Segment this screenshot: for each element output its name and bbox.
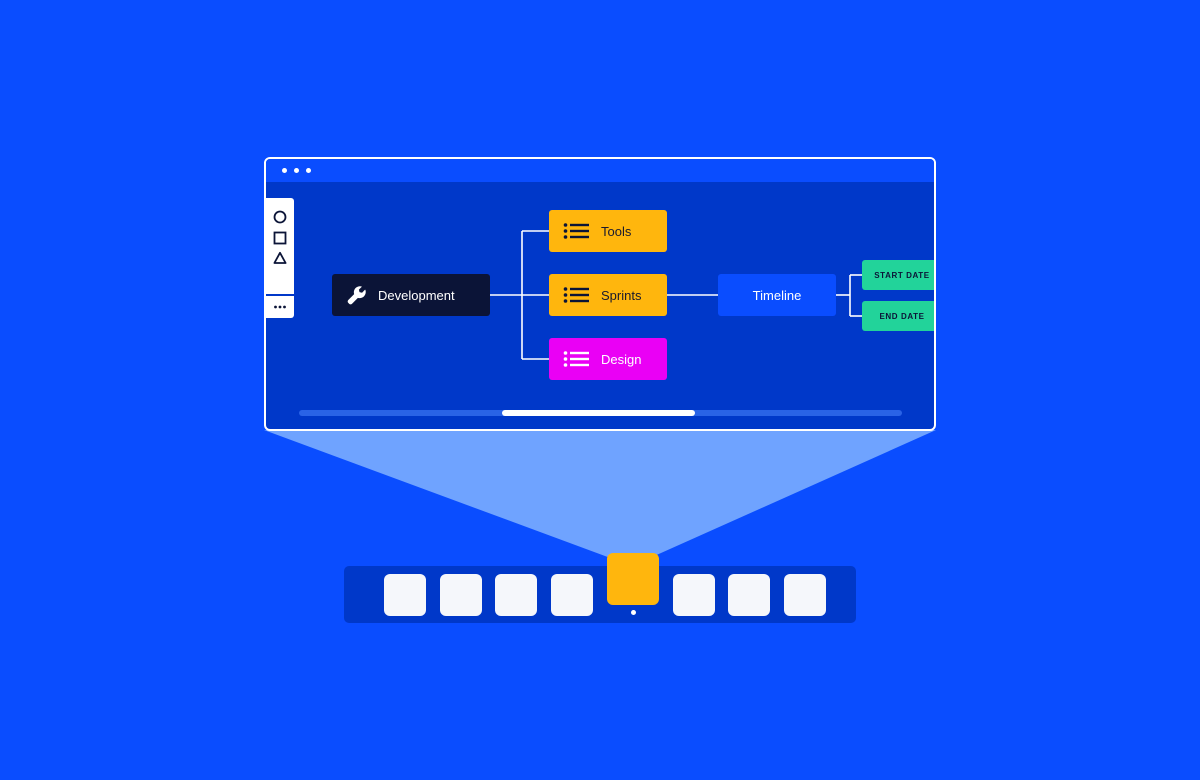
node-label: Design [601,351,642,367]
thumbnail-dock [344,553,856,623]
zoom-beam-shape [264,430,936,566]
node-label: Development [378,287,455,303]
node-label: Sprints [601,287,642,303]
active-indicator-dot [631,610,636,615]
node-start-date[interactable]: START DATE [862,260,934,290]
shape-tool-panel [266,198,294,318]
node-label: END DATE [879,311,925,321]
circle-icon[interactable] [273,210,287,224]
horizontal-scrollbar[interactable] [299,410,902,416]
node-label: Timeline [752,287,802,303]
window-control-dot[interactable] [282,168,287,173]
diagram-canvas[interactable]: Development Tools [266,182,934,429]
list-icon [563,287,589,303]
connector-lines [490,230,862,360]
dock-item-active[interactable] [607,553,659,605]
app-window: Development Tools [264,157,936,431]
window-titlebar [266,159,934,182]
dock-item[interactable] [440,574,482,616]
list-icon [563,223,589,239]
list-icon [563,351,589,367]
dock-item[interactable] [551,574,593,616]
tool-panel-divider [266,294,294,296]
scrollbar-thumb[interactable] [502,410,695,416]
dock-item[interactable] [784,574,826,616]
wrench-icon [347,286,366,305]
node-sprints[interactable]: Sprints [549,274,667,316]
dock-item[interactable] [728,574,770,616]
dock-item[interactable] [495,574,537,616]
window-control-dot[interactable] [306,168,311,173]
node-development[interactable]: Development [332,274,490,316]
dock-item[interactable] [384,574,426,616]
dock-item[interactable] [673,574,715,616]
node-label: START DATE [874,270,930,280]
square-icon[interactable] [273,231,287,245]
more-icon[interactable] [273,300,287,314]
node-end-date[interactable]: END DATE [862,301,934,331]
node-tools[interactable]: Tools [549,210,667,252]
node-design[interactable]: Design [549,338,667,380]
node-label: Tools [601,223,632,239]
node-timeline[interactable]: Timeline [718,274,836,316]
window-control-dot[interactable] [294,168,299,173]
triangle-icon[interactable] [273,251,287,265]
